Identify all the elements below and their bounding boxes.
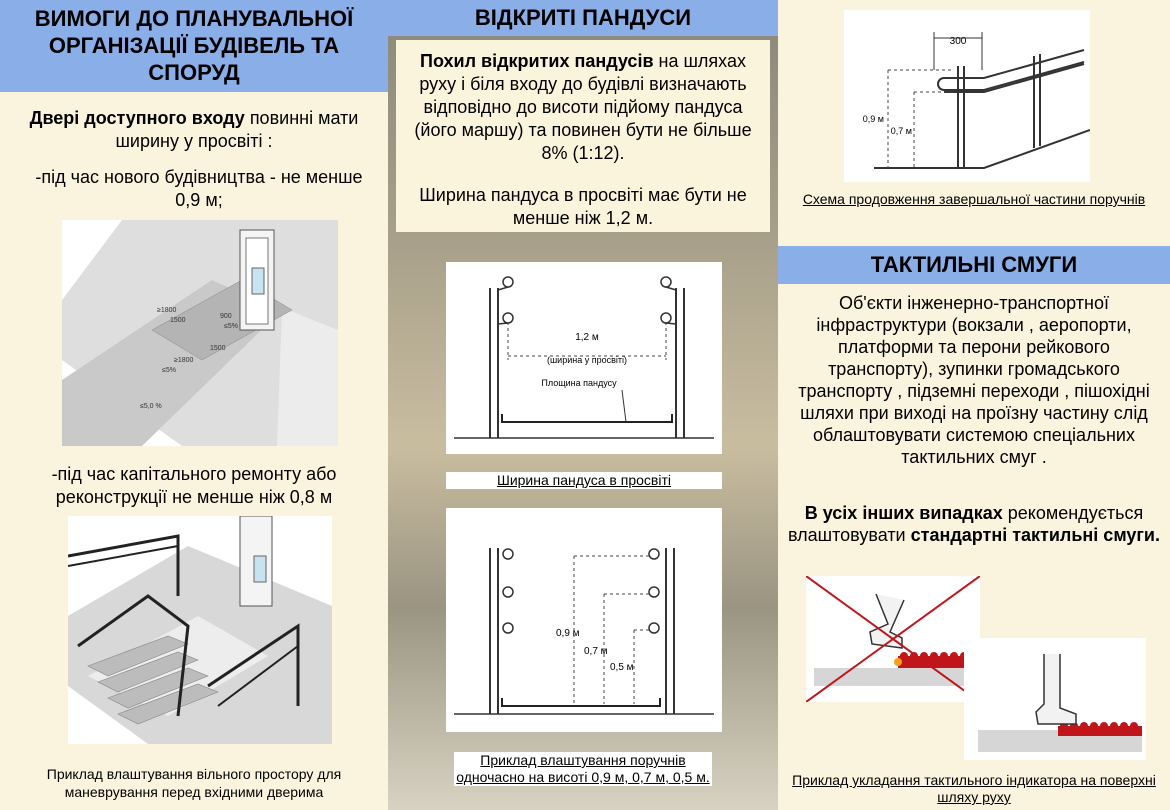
col2-title: ВІДКРИТІ ПАНДУСИ — [474, 5, 692, 30]
ramp-text-box: Похил відкритих пандусів на шляхах руху … — [396, 40, 770, 232]
col1-header: ВИМОГИ ДО ПЛАНУВАЛЬНОЇ ОРГАНІЗАЦІЇ БУДІВ… — [0, 0, 388, 92]
ramp-slope-bold: Похил відкритих пандусів — [420, 51, 654, 71]
tactile-caption: Приклад укладання тактильного індикатора… — [792, 772, 1156, 805]
handrail-extension-drawing: 300 0,9 м 0,7 м — [863, 32, 1091, 169]
door-rest: повинні мати ширину у просвіті : — [115, 108, 359, 151]
column-open-ramps: ВІДКРИТІ ПАНДУСИ Похил відкритих пандусі… — [388, 0, 778, 810]
column-tactile-strips: 300 0,9 м 0,7 м Схема продовження заверш… — [778, 0, 1170, 810]
dim-label: 1500 — [210, 345, 226, 352]
dim-label: ≤5% — [162, 367, 176, 374]
handrail-heights-drawing: 0,9 м 0,7 м 0,5 м — [454, 548, 714, 715]
stairs-drawing — [67, 515, 332, 744]
new-construction-text: -під час нового будівництва - не менше 0… — [35, 167, 363, 210]
handrail-caption: Приклад влаштування поручнів одночасно н… — [454, 752, 712, 786]
ramp-width-value: 1,2 м — [575, 332, 599, 343]
tactile-wrong-figure — [805, 575, 981, 703]
rec-mid: рекомендується влаштовувати — [788, 503, 1144, 545]
col1-caption: Приклад влаштування вільного простору дл… — [46, 766, 342, 800]
col3-title: ТАКТИЛЬНІ СМУГИ — [870, 252, 1078, 277]
dim-label: ≤5,0 % — [140, 403, 162, 410]
ramp-surface-label: Площина пандусу — [541, 378, 617, 388]
tactile-correct-drawing — [978, 654, 1142, 752]
ext-height-0-9: 0,9 м — [863, 114, 884, 124]
height-label-0-9: 0,9 м — [556, 628, 580, 639]
tactile-recommendation: В усіх інших випадках рекомендується вла… — [784, 502, 1164, 546]
ext-height-0-7: 0,7 м — [891, 126, 912, 136]
tactile-body-text: Об'єкти інженерно-транспортної інфрастру… — [798, 293, 1150, 467]
height-label-0-7: 0,7 м — [584, 646, 608, 657]
dim-label: 1500 — [170, 317, 186, 324]
handrail-extension-figure: 300 0,9 м 0,7 м — [844, 10, 1091, 182]
dim-label: ≥1800 — [157, 307, 177, 314]
rec-bold2: стандартні тактильні смуги. — [910, 525, 1160, 545]
entrance-drawing: ≥1800 1500 900 1500 ≥1800 ≤5% ≤5% ≤5,0 % — [62, 220, 338, 446]
stairs-figure — [67, 515, 332, 744]
handrail-heights-figure: 0,9 м 0,7 м 0,5 м — [446, 508, 722, 732]
ramp-width-drawing: 1,2 м (ширина у просвіті) Площина пандус… — [454, 276, 714, 439]
ramp-width-text: Ширина пандуса в просвіті має бути не ме… — [419, 185, 747, 228]
ramp-slope-rest: на шляхах руху і біля входу до будівлі в… — [414, 51, 752, 163]
dim-label: ≥1800 — [174, 357, 194, 364]
col2-header: ВІДКРИТІ ПАНДУСИ — [388, 0, 778, 36]
ramp-slope-text: Похил відкритих пандусів на шляхах руху … — [402, 50, 764, 165]
handrail-extension-caption: Схема продовження завершальної частини п… — [802, 191, 1146, 207]
dim-label: 900 — [220, 313, 232, 320]
capital-repair-text: -під час капітального ремонту або реконс… — [51, 464, 337, 507]
dim-label: ≤5% — [224, 323, 238, 330]
ramp-width-figure: 1,2 м (ширина у просвіті) Площина пандус… — [446, 262, 722, 454]
door-bold: Двері доступного входу — [29, 108, 245, 128]
rec-bold: В усіх інших випадках — [804, 503, 1003, 523]
column-entrance-requirements: ВИМОГИ ДО ПЛАНУВАЛЬНОЇ ОРГАНІЗАЦІЇ БУДІВ… — [0, 0, 388, 810]
height-label-0-5: 0,5 м — [610, 662, 634, 673]
tactile-wrong-drawing — [805, 575, 981, 703]
col3-header: ТАКТИЛЬНІ СМУГИ — [778, 246, 1170, 284]
extension-dim: 300 — [950, 36, 967, 47]
ramp-width-caption: Ширина пандуса в просвіті — [446, 472, 722, 489]
entrance-figure: ≥1800 1500 900 1500 ≥1800 ≤5% ≤5% ≤5,0 % — [62, 220, 338, 446]
ramp-width-sub: (ширина у просвіті) — [547, 355, 627, 365]
door-width-text: Двері доступного входу повинні мати шири… — [14, 107, 374, 153]
tactile-correct-figure — [964, 638, 1146, 760]
col1-title: ВИМОГИ ДО ПЛАНУВАЛЬНОЇ ОРГАНІЗАЦІЇ БУДІВ… — [34, 6, 354, 85]
